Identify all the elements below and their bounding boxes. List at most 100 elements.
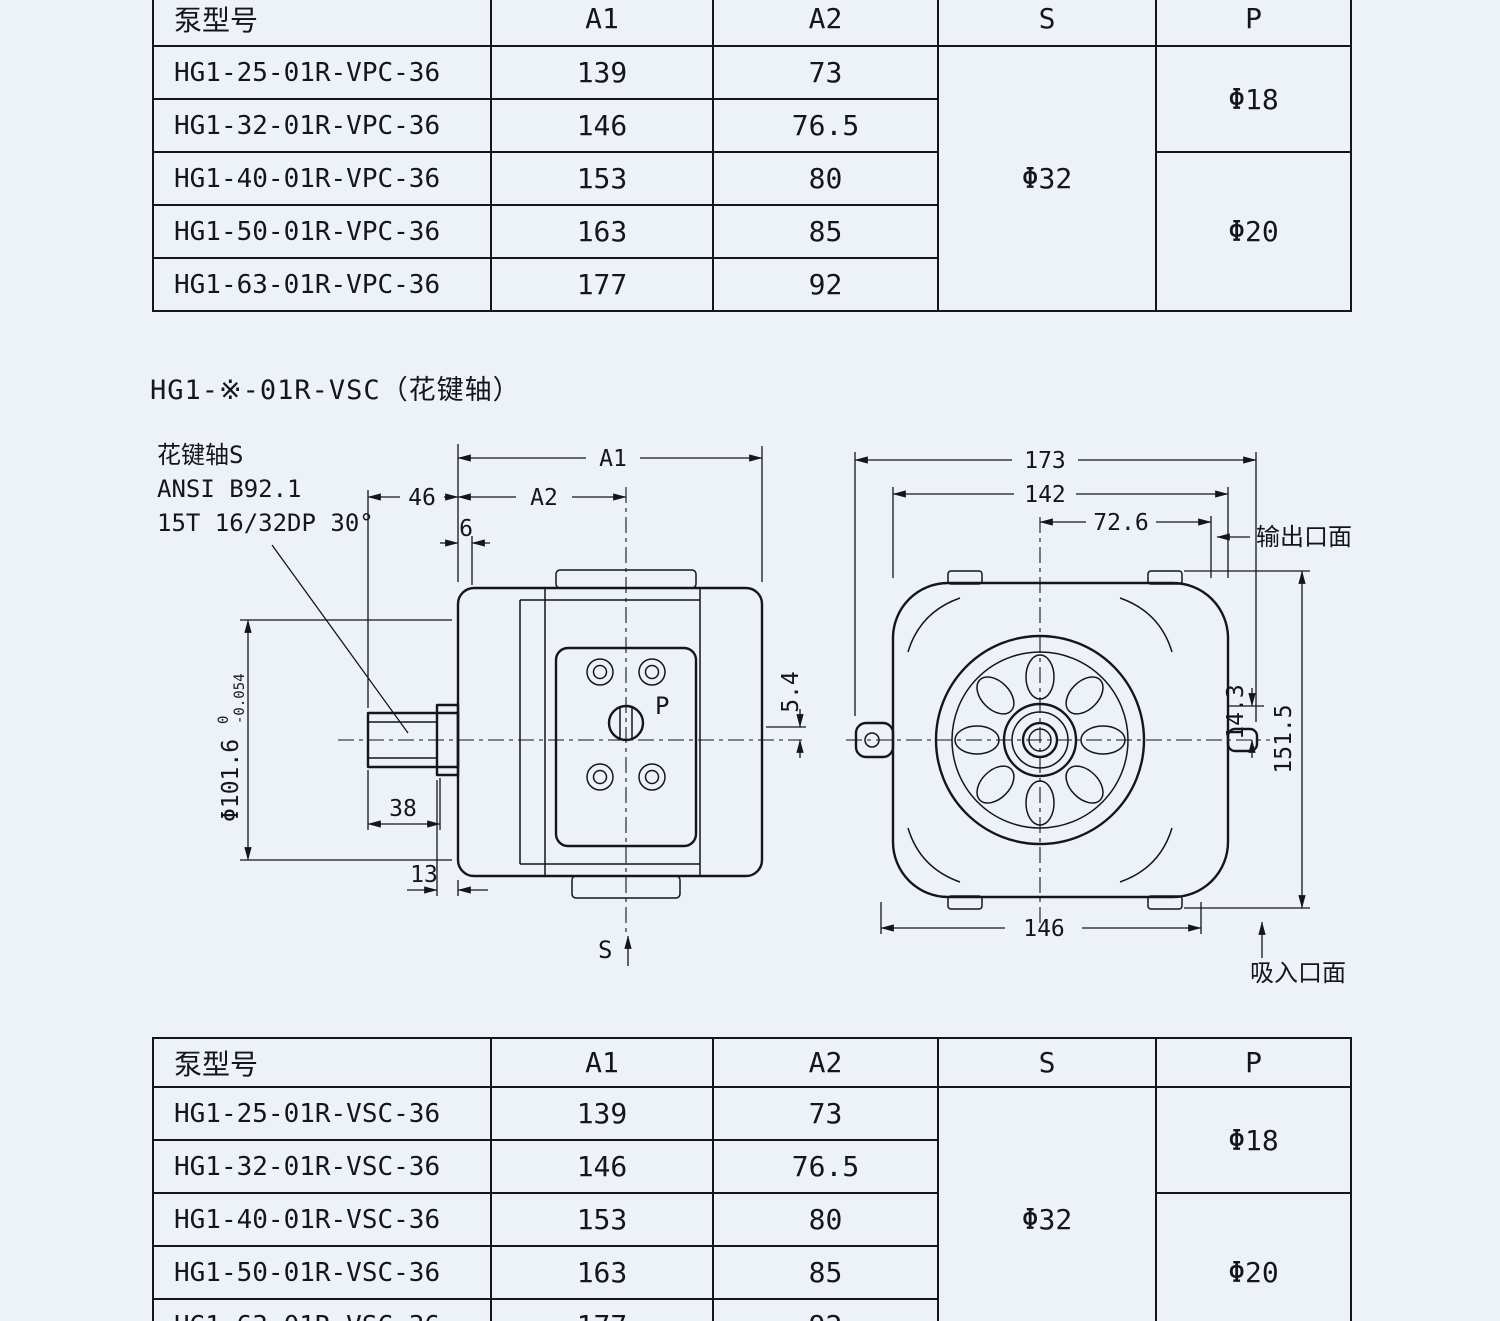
- dim-142-label: 142: [1024, 482, 1066, 508]
- vsc-spec-table: 泵型号 A1 A2 S P HG1-25-01R-VSC-36 139 73 Φ…: [152, 1037, 1352, 1321]
- port-plate: [554, 646, 698, 848]
- col-header-a1: A1: [490, 1037, 714, 1088]
- port-p-label: P: [655, 692, 669, 720]
- model-cell: HG1-32-01R-VSC-36: [152, 1139, 492, 1194]
- model-cell: HG1-50-01R-VPC-36: [152, 204, 492, 259]
- dim-14-3-label: 14.3: [1223, 684, 1249, 739]
- vpc-spec-table: 泵型号 A1 A2 S P HG1-25-01R-VPC-36 139 73 Φ…: [152, 0, 1352, 312]
- table-header-row: 泵型号 A1 A2 S P: [152, 1037, 1352, 1088]
- a1-cell: 153: [490, 1192, 714, 1247]
- p-merged-cell-top: Φ18: [1155, 45, 1352, 153]
- a1-cell: 163: [490, 204, 714, 259]
- dim-46-label: 46: [408, 485, 436, 511]
- dim-13-label: 13: [410, 862, 438, 888]
- shaft-collar: [435, 703, 460, 777]
- side-pin: [1226, 727, 1259, 753]
- note-leader-line: [271, 544, 409, 734]
- table-row: HG1-32-01R-VSC-36 146 76.5: [152, 1139, 1351, 1194]
- mounting-ear: [854, 721, 895, 759]
- pump-body: [456, 586, 764, 878]
- dim-146-label: 146: [1023, 916, 1065, 942]
- dim-72-6-label: 72.6: [1093, 510, 1148, 536]
- a1-cell: 163: [490, 1245, 714, 1300]
- col-header-s: S: [937, 0, 1157, 47]
- table-header-row: 泵型号 A1 A2 S P: [152, 0, 1352, 47]
- a1-cell: 177: [490, 257, 714, 312]
- col-header-model: 泵型号: [152, 1037, 492, 1088]
- front-view-dimensions: 173 142 72.6 输出口面 14.3 151.5: [854, 448, 1352, 987]
- model-cell: HG1-50-01R-VSC-36: [152, 1245, 492, 1300]
- a2-cell: 73: [712, 45, 939, 100]
- table-row: HG1-63-01R-VSC-36 177 92: [152, 1298, 1351, 1321]
- model-cell: HG1-25-01R-VPC-36: [152, 45, 492, 100]
- col-header-a2: A2: [712, 0, 939, 47]
- table-row: HG1-40-01R-VSC-36 153 80 Φ20: [152, 1192, 1352, 1321]
- a2-cell: 80: [712, 151, 939, 206]
- a2-cell: 92: [712, 1298, 939, 1321]
- dim-173-label: 173: [1024, 448, 1066, 474]
- dim-a2-label: A2: [530, 485, 558, 511]
- note-line-3: 15T 16/32DP 30°: [157, 509, 374, 537]
- model-cell: HG1-40-01R-VSC-36: [152, 1192, 492, 1247]
- port-s-label: S: [598, 936, 612, 964]
- a2-cell: 85: [712, 1245, 939, 1300]
- a2-cell: 92: [712, 257, 939, 312]
- dim-diameter-label: Φ101.6 0 -0.054: [216, 673, 248, 822]
- table-row: HG1-50-01R-VSC-36 163 85: [152, 1245, 1351, 1300]
- section-title: HG1-※-01R-VSC（花键轴）: [150, 375, 521, 406]
- dim-151-5-label: 151.5: [1271, 704, 1297, 773]
- front-view-drawing: [846, 517, 1270, 928]
- table-row: HG1-25-01R-VPC-36 139 73 Φ32 Φ18: [152, 45, 1352, 312]
- a1-cell: 139: [490, 1086, 714, 1141]
- spline-shaft-note: 花键轴S ANSI B92.1 15T 16/32DP 30°: [157, 441, 409, 734]
- a1-cell: 139: [490, 45, 714, 100]
- tolerance-lower: -0.054: [232, 673, 248, 724]
- p-merged-cell-top: Φ18: [1155, 1086, 1352, 1194]
- col-header-p: P: [1155, 1037, 1352, 1088]
- a2-cell: 76.5: [712, 98, 939, 153]
- model-cell: HG1-63-01R-VSC-36: [152, 1298, 492, 1321]
- p-merged-cell-bottom: Φ20: [1155, 151, 1352, 312]
- output-face-label: 输出口面: [1256, 523, 1352, 551]
- a1-cell: 146: [490, 1139, 714, 1194]
- a2-cell: 76.5: [712, 1139, 939, 1194]
- dim-5-4-label: 5.4: [778, 671, 804, 713]
- col-header-a2: A2: [712, 1037, 939, 1088]
- pressure-port: [607, 704, 645, 742]
- dim-6-label: 6: [459, 516, 473, 542]
- rotor-outer-ring: [934, 634, 1146, 846]
- model-cell: HG1-63-01R-VPC-36: [152, 257, 492, 312]
- table-row: HG1-50-01R-VPC-36 163 85: [152, 204, 1351, 259]
- table-row: HG1-63-01R-VPC-36 177 92: [152, 257, 1351, 312]
- model-cell: HG1-40-01R-VPC-36: [152, 151, 492, 206]
- col-header-a1: A1: [490, 0, 714, 47]
- a2-cell: 80: [712, 1192, 939, 1247]
- a2-cell: 85: [712, 204, 939, 259]
- note-line-2: ANSI B92.1: [157, 475, 302, 503]
- col-header-model: 泵型号: [152, 0, 492, 47]
- suction-face-label: 吸入口面: [1250, 959, 1346, 987]
- dim-38-label: 38: [389, 796, 417, 822]
- tolerance-upper: 0: [216, 716, 232, 724]
- model-cell: HG1-32-01R-VPC-36: [152, 98, 492, 153]
- table-row: HG1-40-01R-VPC-36 153 80 Φ20: [152, 151, 1352, 312]
- table-row: HG1-32-01R-VPC-36 146 76.5: [152, 98, 1351, 153]
- s-merged-cell: Φ32: [937, 1086, 1157, 1321]
- a1-cell: 177: [490, 1298, 714, 1321]
- a2-cell: 73: [712, 1086, 939, 1141]
- p-merged-cell-bottom: Φ20: [1155, 1192, 1352, 1321]
- col-header-s: S: [937, 1037, 1157, 1088]
- s-merged-cell: Φ32: [937, 45, 1157, 312]
- a1-cell: 146: [490, 98, 714, 153]
- col-header-p: P: [1155, 0, 1352, 47]
- table-row: HG1-25-01R-VSC-36 139 73 Φ32 Φ18: [152, 1086, 1352, 1321]
- shaft-end: [1021, 721, 1059, 759]
- dim-a1-label: A1: [599, 446, 627, 472]
- model-cell: HG1-25-01R-VSC-36: [152, 1086, 492, 1141]
- side-view-drawing: [338, 487, 802, 935]
- note-line-1: 花键轴S: [157, 441, 243, 469]
- side-view-dimensions: A1 46 A2 6 Φ101.6 0 -0.054: [216, 444, 806, 966]
- hub-ring: [1002, 702, 1078, 778]
